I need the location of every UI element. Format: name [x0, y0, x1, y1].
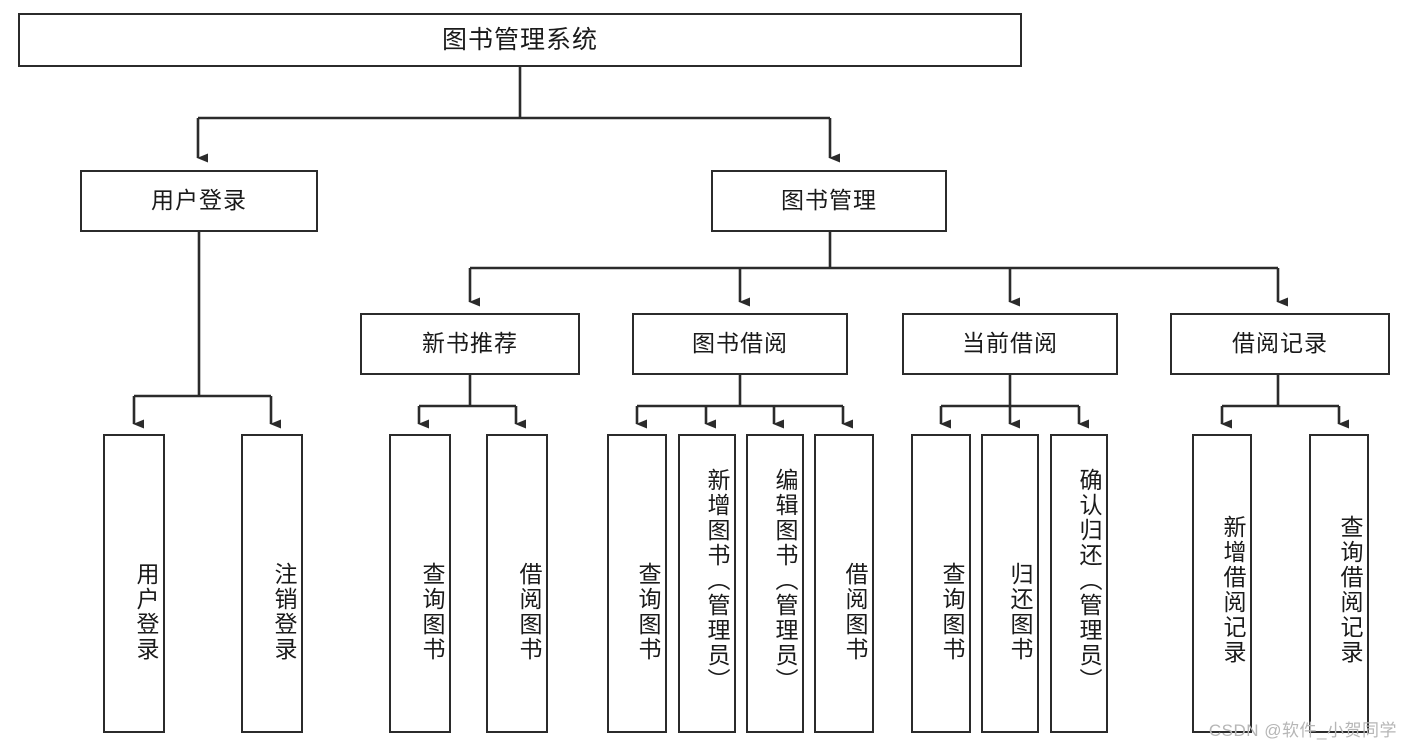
node-root[interactable]: 图书管理系统: [18, 13, 1022, 67]
leaf-edit-book-label: 编辑图书（管理员）: [772, 468, 798, 693]
node-book-manage[interactable]: 图书管理: [711, 170, 947, 232]
leaf-add-record-label: 新增借阅记录: [1220, 514, 1246, 665]
leaf-query-book-2[interactable]: 查询图书: [607, 434, 667, 733]
node-borrow-record[interactable]: 借阅记录: [1170, 313, 1390, 375]
node-book-manage-label: 图书管理: [781, 187, 877, 214]
leaf-user-login-label: 用户登录: [133, 561, 159, 662]
leaf-query-book-1[interactable]: 查询图书: [389, 434, 451, 733]
node-new-book-recommend-label: 新书推荐: [422, 330, 518, 357]
leaf-confirm-return[interactable]: 确认归还（管理员）: [1050, 434, 1108, 733]
leaf-query-record-label: 查询借阅记录: [1337, 514, 1363, 665]
node-user-login[interactable]: 用户登录: [80, 170, 318, 232]
node-user-login-label: 用户登录: [151, 187, 247, 214]
leaf-return-book-label: 归还图书: [1007, 561, 1033, 662]
leaf-borrow-book-1-label: 借阅图书: [516, 561, 542, 662]
node-current-borrow-label: 当前借阅: [962, 330, 1058, 357]
leaf-return-book[interactable]: 归还图书: [981, 434, 1039, 733]
leaf-query-record[interactable]: 查询借阅记录: [1309, 434, 1369, 733]
leaf-borrow-book-1[interactable]: 借阅图书: [486, 434, 548, 733]
leaf-add-book-label: 新增图书（管理员）: [704, 468, 730, 693]
node-borrow-record-label: 借阅记录: [1232, 330, 1328, 357]
leaf-user-login[interactable]: 用户登录: [103, 434, 165, 733]
leaf-confirm-return-label: 确认归还（管理员）: [1076, 468, 1102, 693]
leaf-borrow-book-2[interactable]: 借阅图书: [814, 434, 874, 733]
leaf-query-book-3-label: 查询图书: [939, 561, 965, 662]
node-root-label: 图书管理系统: [441, 26, 598, 54]
node-new-book-recommend[interactable]: 新书推荐: [360, 313, 580, 375]
node-current-borrow[interactable]: 当前借阅: [902, 313, 1118, 375]
node-book-borrow-label: 图书借阅: [692, 330, 788, 357]
csdn-watermark: CSDN @软件_小贺同学: [1208, 721, 1397, 740]
leaf-add-record[interactable]: 新增借阅记录: [1192, 434, 1252, 733]
leaf-query-book-1-label: 查询图书: [419, 561, 445, 662]
leaf-edit-book[interactable]: 编辑图书（管理员）: [746, 434, 804, 733]
node-book-borrow[interactable]: 图书借阅: [632, 313, 848, 375]
leaf-borrow-book-2-label: 借阅图书: [842, 561, 868, 662]
leaf-user-logout[interactable]: 注销登录: [241, 434, 303, 733]
leaf-add-book[interactable]: 新增图书（管理员）: [678, 434, 736, 733]
leaf-query-book-2-label: 查询图书: [635, 561, 661, 662]
leaf-query-book-3[interactable]: 查询图书: [911, 434, 971, 733]
leaf-user-logout-label: 注销登录: [271, 561, 297, 662]
